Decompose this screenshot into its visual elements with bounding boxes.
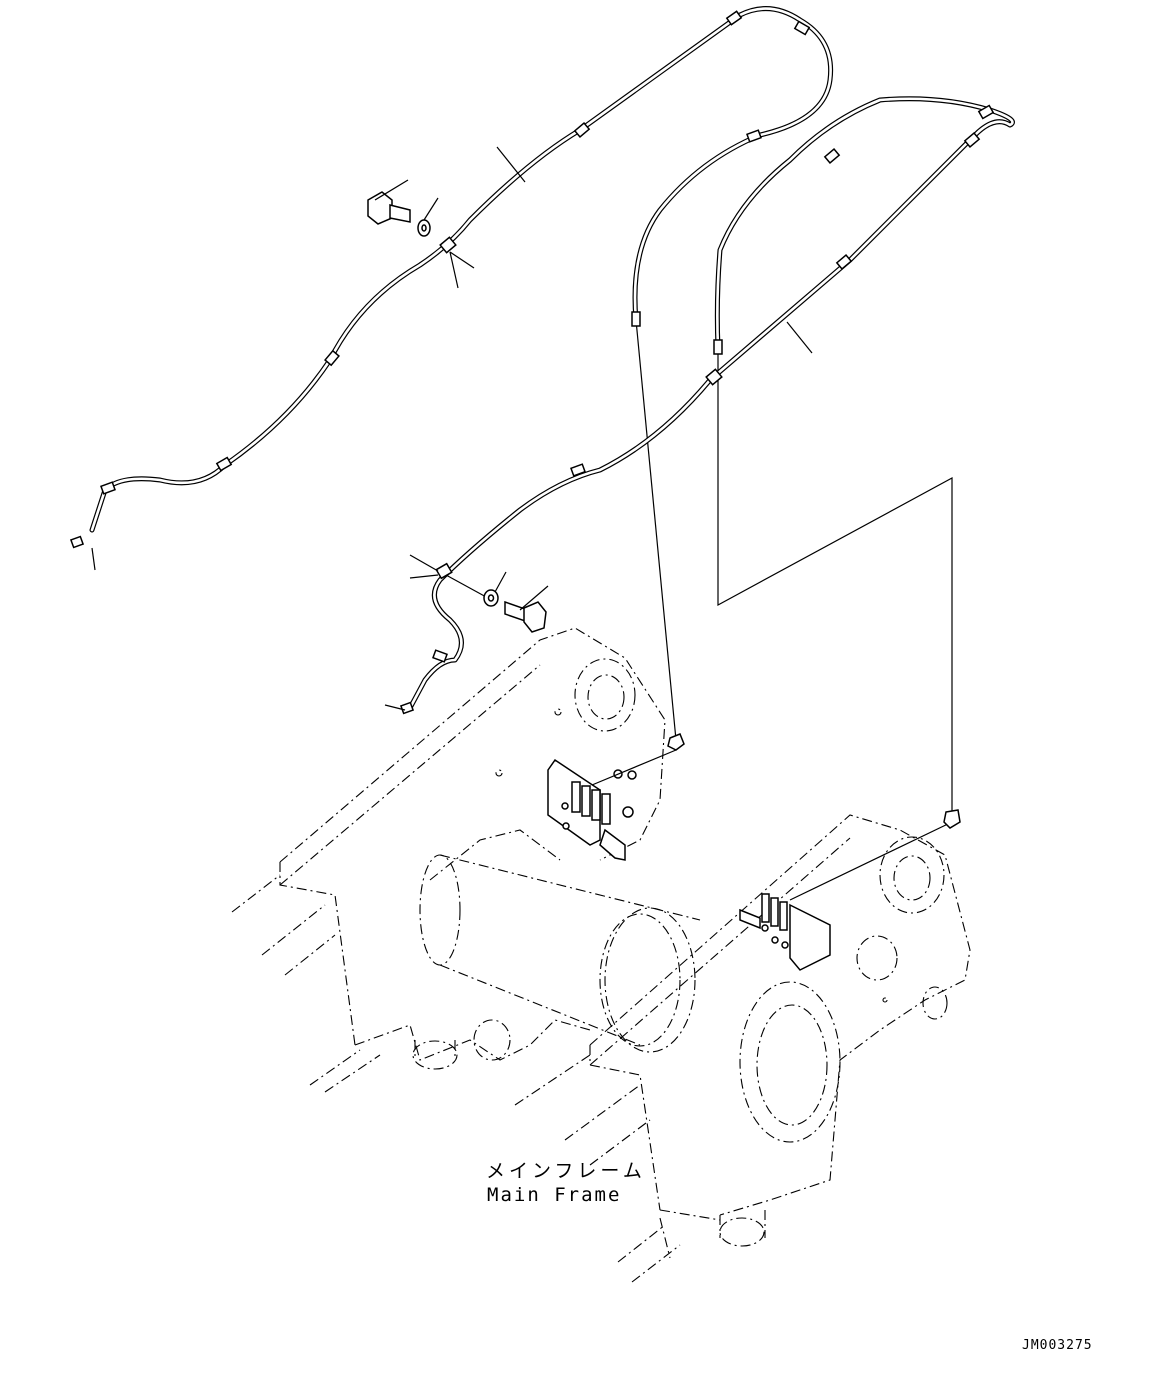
right-grease-manifold bbox=[739, 893, 831, 971]
main-frame bbox=[231, 627, 971, 1283]
callout-leaders bbox=[91, 146, 813, 711]
washer-lower bbox=[483, 589, 499, 607]
hose-end-fittings bbox=[69, 311, 723, 715]
drawing-number: JM003275 bbox=[1022, 1338, 1093, 1353]
bolt-upper bbox=[367, 191, 411, 225]
main-frame-label-english: Main Frame bbox=[487, 1184, 622, 1206]
elbow-fittings bbox=[667, 733, 961, 829]
connection-lines bbox=[445, 319, 953, 901]
hose-clamps bbox=[100, 10, 995, 663]
washer-upper bbox=[417, 219, 431, 237]
bolt-lower bbox=[504, 600, 547, 633]
main-frame-label-japanese: メインフレーム bbox=[486, 1160, 646, 1182]
left-grease-manifold bbox=[547, 758, 637, 861]
